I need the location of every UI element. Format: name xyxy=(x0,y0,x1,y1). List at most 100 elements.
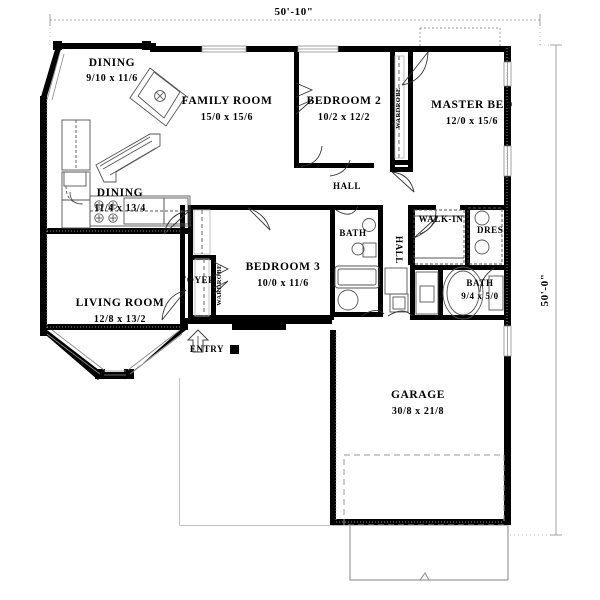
wall-entry-jog-d xyxy=(286,318,332,324)
room-label-bedroom-2: BEDROOM 2 xyxy=(307,95,382,107)
wall-right-a xyxy=(504,46,511,62)
wall-garage-left xyxy=(330,330,336,525)
wall-angled-sw xyxy=(40,330,104,380)
overall-depth-dimension: 50'-0" xyxy=(539,274,551,307)
wall-wardrobe-bottom xyxy=(390,160,413,165)
wall-entry-jog-a xyxy=(232,318,238,330)
post-entry-column xyxy=(230,345,239,354)
toilet-icon-bath-center xyxy=(351,242,365,256)
wall-foyer-left xyxy=(180,205,185,330)
wall-wardrobe-right xyxy=(408,52,413,172)
wall-right-b xyxy=(504,86,511,146)
wall-top-family-b xyxy=(246,46,298,52)
shower-master xyxy=(415,271,439,315)
wall-bay-bottom xyxy=(98,372,130,379)
sink-icon-kitchen xyxy=(63,171,87,205)
wall-master-bottom-b xyxy=(460,205,510,210)
sink-icon-dress-1 xyxy=(474,210,490,226)
wall-wardrobe3-right xyxy=(211,255,216,320)
wall-right-garage-b xyxy=(504,415,511,525)
space-label-wardrobe-bedroom-3: WARDROBE xyxy=(216,264,223,305)
wall-nook-kitchen xyxy=(40,150,47,153)
wall-right-c xyxy=(504,176,511,216)
room-label-living-room: LIVING ROOM xyxy=(76,297,165,309)
room-dims-master-bath: 9/4 x 5/0 xyxy=(461,291,498,301)
wall-top-master-a xyxy=(400,46,428,52)
wall-kitchen-living xyxy=(45,228,190,234)
ceiling-and-overhang-dashes xyxy=(343,454,505,526)
wall-bath-c-left xyxy=(330,205,335,317)
garage-door-swing-dashed xyxy=(343,454,505,526)
space-label-foyer: FOYER xyxy=(181,275,216,285)
room-dims-garage: 30/8 x 21/8 xyxy=(392,406,444,417)
wall-entry-jog-b xyxy=(238,324,280,330)
wall-top-dining-nook xyxy=(56,43,150,49)
tub-icon-master xyxy=(442,266,484,320)
room-label-family-room: FAMILY ROOM xyxy=(182,95,273,107)
room-dims-bedroom-2: 10/2 x 12/2 xyxy=(318,112,370,123)
space-label-hall-vertical: HALL xyxy=(394,236,404,264)
vanity-master xyxy=(488,275,504,311)
sink-icon-dress-2 xyxy=(474,239,490,255)
wall-hall-right xyxy=(410,205,415,317)
interior-walls xyxy=(40,52,510,330)
porch-outline xyxy=(419,27,501,46)
wall-hall-left xyxy=(378,205,383,317)
room-dims-family-room: 15/0 x 15/6 xyxy=(201,112,253,123)
walkin-shelving xyxy=(413,209,465,265)
wall-top-master-b xyxy=(428,46,510,52)
wall-top-family-a xyxy=(150,46,202,52)
room-dims-bedroom-3: 10/0 x 11/6 xyxy=(257,278,309,289)
room-label-garage: GARAGE xyxy=(391,389,445,401)
wall-bed3-top xyxy=(188,205,334,210)
post-n1 xyxy=(142,41,151,50)
wall-wardrobe-bottom2 xyxy=(390,167,413,172)
hall-closet xyxy=(384,267,409,313)
wall-bed2-hall xyxy=(294,163,374,168)
wall-left-exterior xyxy=(40,96,47,330)
fixtures-and-furniture xyxy=(61,55,504,320)
window-icon-garage-right xyxy=(503,325,512,357)
sink-icon-bath-center xyxy=(362,218,376,232)
wall-family-bed2 xyxy=(294,52,299,167)
master-bath-fixtures xyxy=(415,207,504,320)
wall-walkin-right xyxy=(465,208,470,266)
space-label-walk-in: WALK-IN xyxy=(419,214,464,224)
wall-right-d xyxy=(504,216,511,326)
room-label-dining: DINING xyxy=(97,187,143,199)
stair-icon xyxy=(95,133,161,183)
wall-bath-c-bottom xyxy=(330,312,382,317)
room-label-master-bed: MASTER BED xyxy=(431,99,513,111)
room-label-bedroom-3: BEDROOM 3 xyxy=(246,261,321,273)
wall-wardrobe-left xyxy=(390,52,395,167)
wall-angled-nw xyxy=(40,46,61,103)
wall-bath-bottom xyxy=(410,315,510,320)
room-dims-master-bed: 12/0 x 15/6 xyxy=(446,116,498,127)
toilet-tank xyxy=(362,242,377,258)
door-swing-icon-group xyxy=(161,51,495,321)
space-label-hall-upper: HALL xyxy=(333,181,361,191)
wall-top-family-c xyxy=(338,46,400,52)
wall-bed3-left xyxy=(188,205,193,320)
tub-icon-bath-center xyxy=(334,265,380,289)
bay-window-glazing xyxy=(46,51,183,376)
wall-wardrobe3-top xyxy=(188,255,216,260)
room-label-master-bath: BATH xyxy=(466,278,493,288)
entry-arrow-icon xyxy=(186,329,210,353)
wall-bed3-bottom xyxy=(188,315,334,320)
room-label-dining-nook: DINING xyxy=(89,57,135,69)
wall-front-entry xyxy=(186,318,332,324)
wardrobe-rails xyxy=(193,55,405,317)
post-bay-2 xyxy=(124,369,134,379)
post-nw xyxy=(53,41,62,50)
space-label-wardrobe-bedroom-2: WARDROBE xyxy=(395,87,402,128)
space-label-dress: DRESS xyxy=(477,225,509,235)
bath-center-fixtures xyxy=(334,218,380,311)
window-icon-group-top xyxy=(201,45,339,53)
sink-icon-bath-center-2 xyxy=(337,289,359,311)
dimension-lines xyxy=(49,14,562,536)
wall-entry-jog-c xyxy=(280,318,286,330)
fireplace-icon xyxy=(129,67,187,127)
space-label-entry: ENTRY xyxy=(190,344,224,354)
